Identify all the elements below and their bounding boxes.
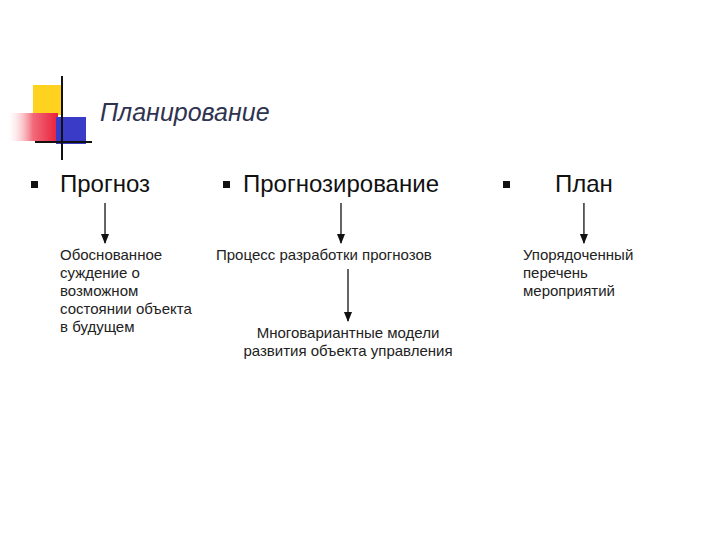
term-heading: Прогнозирование — [243, 170, 439, 198]
bullet — [31, 181, 38, 188]
body-text: Многовариантные модели развития объекта … — [228, 324, 468, 360]
decor-line — [35, 141, 92, 143]
definition-text: Процесс разработки прогнозов — [216, 246, 478, 264]
decor-line — [61, 76, 63, 160]
arrow-connector — [104, 203, 105, 243]
definition-text: Обоснованное суждение о возможном состоя… — [60, 246, 195, 336]
term-heading: План — [555, 170, 613, 198]
red-bar — [8, 113, 58, 141]
body-text: Процесс разработки прогнозов — [216, 246, 478, 264]
heading-text: Прогноз — [60, 170, 150, 198]
arrow-connector — [347, 269, 348, 321]
slide-title: Планирование — [100, 98, 270, 127]
heading-text: Прогнозирование — [243, 170, 439, 198]
definition-text: Многовариантные модели развития объекта … — [228, 324, 468, 360]
arrow-connector — [583, 203, 584, 243]
body-text: Упорядоченный перечень мероприятий — [523, 246, 668, 300]
definition-text: Упорядоченный перечень мероприятий — [523, 246, 668, 300]
blue-square — [56, 117, 86, 144]
heading-text: План — [555, 170, 613, 198]
body-text: Обоснованное суждение о возможном состоя… — [60, 246, 195, 336]
term-heading: Прогноз — [60, 170, 150, 198]
bullet — [223, 181, 230, 188]
arrow-connector — [340, 203, 341, 243]
bullet — [503, 181, 510, 188]
yellow-square — [33, 85, 61, 115]
